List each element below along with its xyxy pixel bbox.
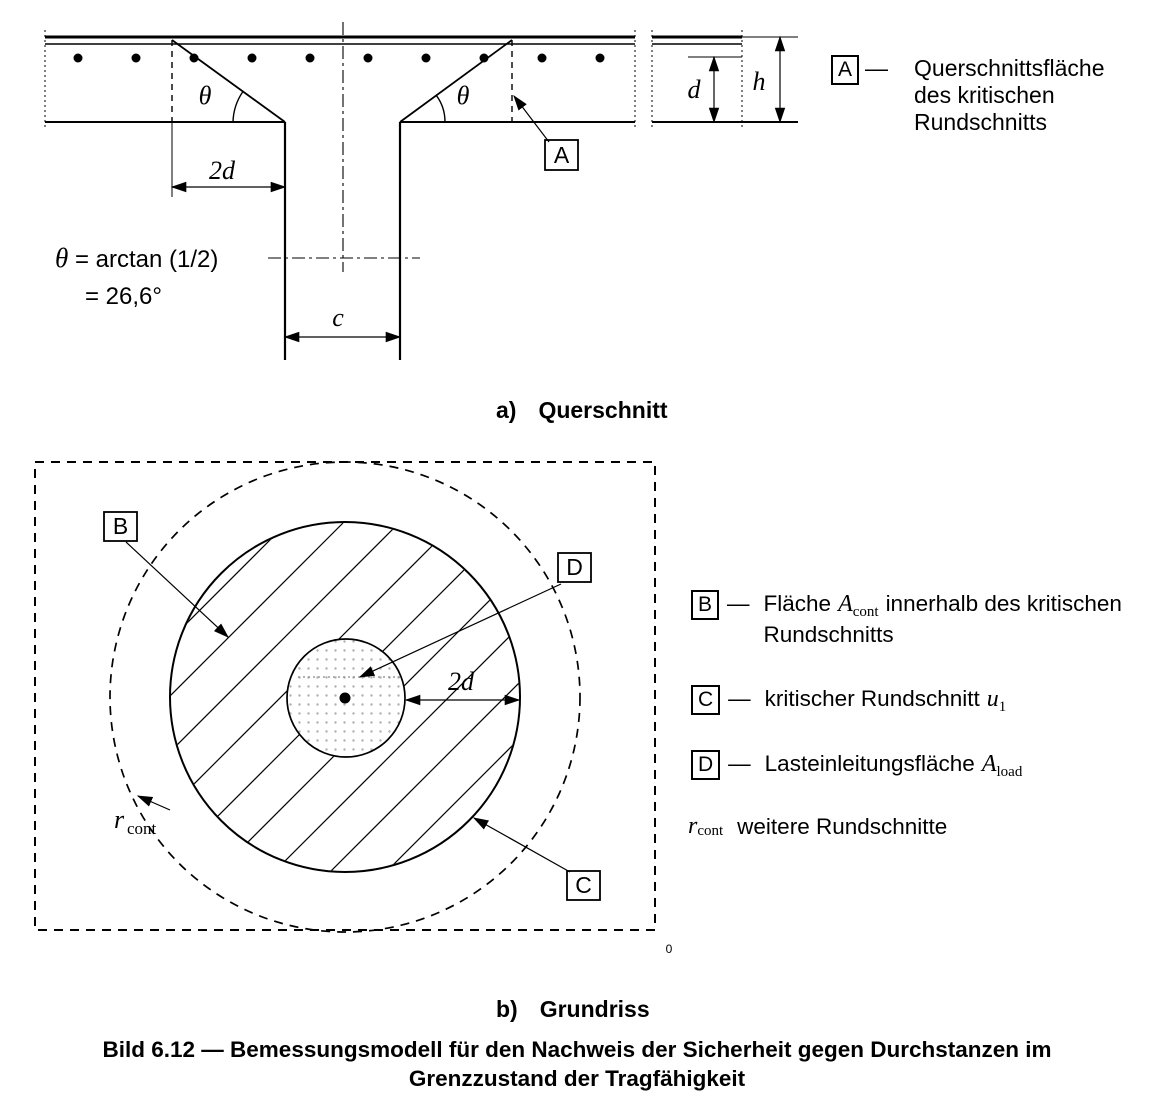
legend-d-sub: load xyxy=(996,764,1023,780)
center-lines xyxy=(268,22,420,272)
legend-r-sub: cont xyxy=(697,823,724,839)
legend-a-line2: des kritischen xyxy=(914,82,1055,108)
plan-view: 2d B D C r cont 0 xyxy=(34,461,673,956)
legend-d-var: A xyxy=(981,751,997,777)
legend-c-dash: — xyxy=(728,686,751,711)
caption-b: b) Grundriss xyxy=(496,996,650,1023)
theta-symbol: θ xyxy=(55,243,69,273)
stray-mark: 0 xyxy=(666,942,673,956)
legend-d-key: D xyxy=(691,750,721,780)
caption-a-label: a) xyxy=(496,397,517,423)
r-cont-sub: cont xyxy=(127,819,157,838)
legend-b-key: B xyxy=(691,590,720,620)
center-dot xyxy=(339,692,351,704)
legend-b-line2: Rundschnitts xyxy=(763,622,894,647)
rebar-dots xyxy=(73,53,605,63)
legend-a-line3: Rundschnitts xyxy=(914,109,1047,135)
caption-b-text: Grundriss xyxy=(539,996,650,1022)
callout-c xyxy=(472,817,601,901)
theta-label-left: θ xyxy=(199,81,212,110)
legend-a-text: Querschnittsfläche des kritischen Rundsc… xyxy=(914,55,1104,136)
theta-label-right: θ xyxy=(457,81,470,110)
legend-b-post: innerhalb des kritischen xyxy=(885,591,1122,616)
callout-d-label: D xyxy=(566,554,583,580)
r-cont-pointer xyxy=(136,795,171,811)
legend-c-sub: 1 xyxy=(998,699,1007,715)
figure-caption-line1: Bild 6.12 — Bemessungsmodell für den Nac… xyxy=(102,1037,1052,1062)
column xyxy=(283,122,402,360)
r-cont-var: r xyxy=(114,805,125,834)
equation-line2: = 26,6° xyxy=(85,283,162,310)
legend-c-key: C xyxy=(691,685,721,715)
legend-b-var: A xyxy=(838,591,853,617)
punching-cone-lines xyxy=(171,39,513,123)
caption-b-label: b) xyxy=(496,996,518,1022)
legend-a-key: A xyxy=(831,55,860,85)
legend-b-sub: cont xyxy=(852,604,879,620)
legend-r-text: weitere Rundschnitte xyxy=(737,814,948,839)
callout-b-label: B xyxy=(113,513,128,539)
legend-r-var: r xyxy=(688,813,698,839)
cross-section: θ θ 2d c A xyxy=(44,22,798,360)
dimension-2d-label: 2d xyxy=(209,156,236,185)
legend-a-line1: Querschnittsfläche xyxy=(914,55,1105,81)
equation-rest: = arctan (1/2) xyxy=(74,246,219,273)
legend-b-dash: — xyxy=(727,591,750,616)
callout-c-label: C xyxy=(575,872,592,898)
caption-a-text: Querschnitt xyxy=(538,397,668,423)
further-perimeter-circle xyxy=(109,461,581,933)
dimension-c-label: c xyxy=(332,303,344,332)
caption-a: a) Querschnitt xyxy=(496,397,668,424)
theta-equation: θ = arctan (1/2) = 26,6° xyxy=(55,243,218,312)
dimension-h-label: h xyxy=(753,67,766,96)
callout-b xyxy=(103,511,229,638)
callout-a xyxy=(513,94,579,171)
figure-caption-line2: Grenzzustand der Tragfähigkeit xyxy=(408,1066,746,1091)
callout-a-label: A xyxy=(554,142,570,168)
legend-b-pre: Fläche xyxy=(763,591,832,616)
dimension-2d xyxy=(170,122,287,197)
equation-line1: θ = arctan (1/2) xyxy=(55,243,218,275)
slab-detail xyxy=(651,30,798,128)
legend-d-pre: Lasteinleitungsfläche xyxy=(764,751,975,776)
figure-caption: Bild 6.12 — Bemessungsmodell für den Nac… xyxy=(0,1035,1154,1093)
legend-d-dash: — xyxy=(728,751,751,776)
legend-a: A — Querschnittsfläche des kritischen Ru… xyxy=(831,55,1105,136)
legend-a-dash: — xyxy=(865,55,889,81)
legend-c-var: u xyxy=(986,686,999,712)
dimension-d-label: d xyxy=(688,75,702,104)
dimension-2d-plan-label: 2d xyxy=(448,667,475,696)
callout-d xyxy=(358,552,592,678)
angle-arcs xyxy=(232,91,446,123)
legend-c-pre: kritischer Rundschnitt xyxy=(764,686,980,711)
slab-outline xyxy=(44,30,636,128)
